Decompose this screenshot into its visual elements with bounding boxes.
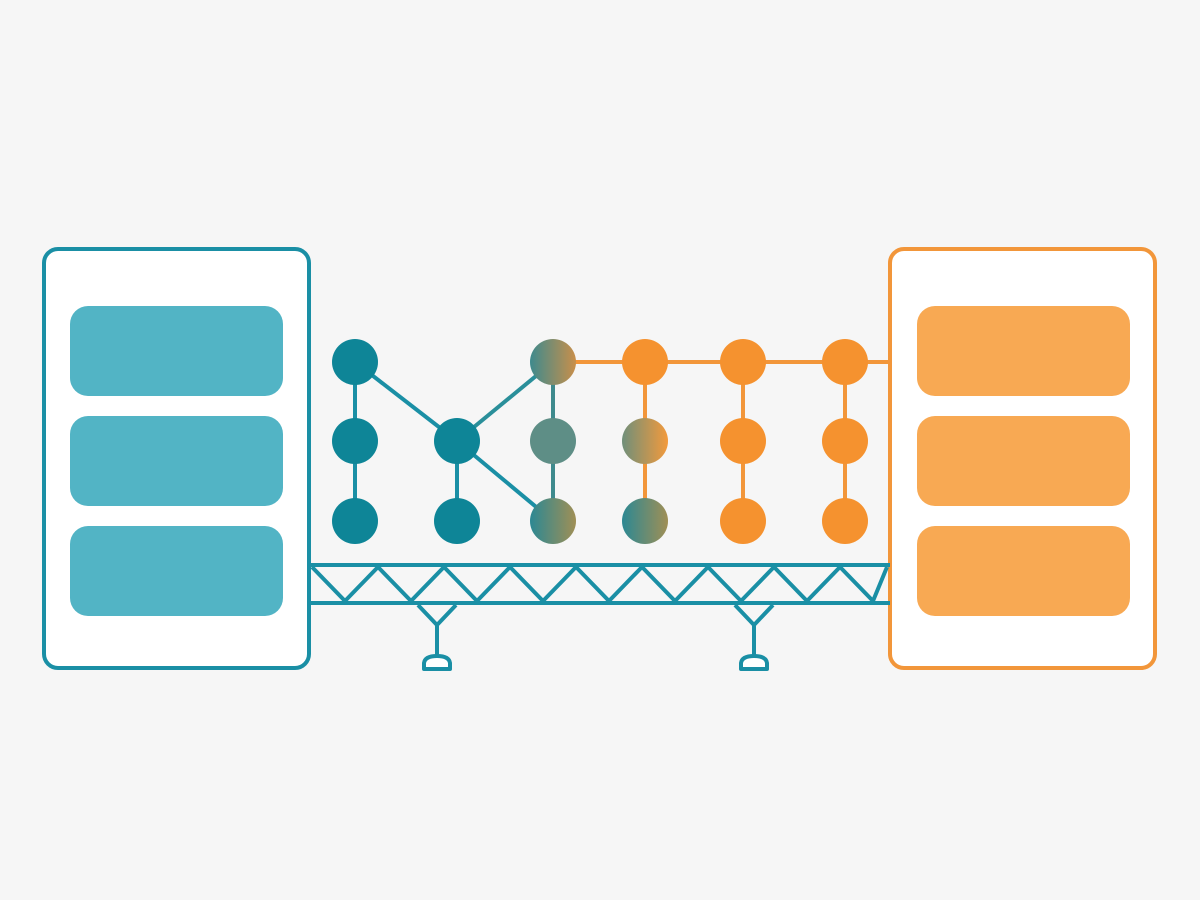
right-panel-block-bottom	[917, 526, 1130, 616]
bridge-truss	[309, 563, 890, 671]
right-server-panel	[888, 247, 1157, 670]
left-panel-block-bottom	[70, 526, 283, 616]
left-panel-block-middle	[70, 416, 283, 506]
network-node	[332, 418, 378, 464]
right-panel-block-middle	[917, 416, 1130, 506]
network-node	[822, 418, 868, 464]
left-panel-block-top	[70, 306, 283, 396]
left-server-panel	[42, 247, 311, 670]
network-node	[332, 498, 378, 544]
network-node	[530, 418, 576, 464]
bridge-zigzag-web	[310, 565, 889, 603]
bridge-support-left	[416, 603, 458, 671]
network-node	[622, 418, 668, 464]
network-node	[720, 498, 766, 544]
network-node	[530, 339, 576, 385]
right-panel-block-top	[917, 306, 1130, 396]
network-node	[530, 498, 576, 544]
network-node	[822, 339, 868, 385]
network-node	[332, 339, 378, 385]
network-node	[720, 339, 766, 385]
network-nodes	[332, 339, 868, 544]
network-node	[434, 418, 480, 464]
network-node	[720, 418, 766, 464]
network-node	[622, 339, 668, 385]
network-node	[822, 498, 868, 544]
network-node	[434, 498, 480, 544]
bridge-support-right	[733, 603, 775, 671]
network-node	[622, 498, 668, 544]
